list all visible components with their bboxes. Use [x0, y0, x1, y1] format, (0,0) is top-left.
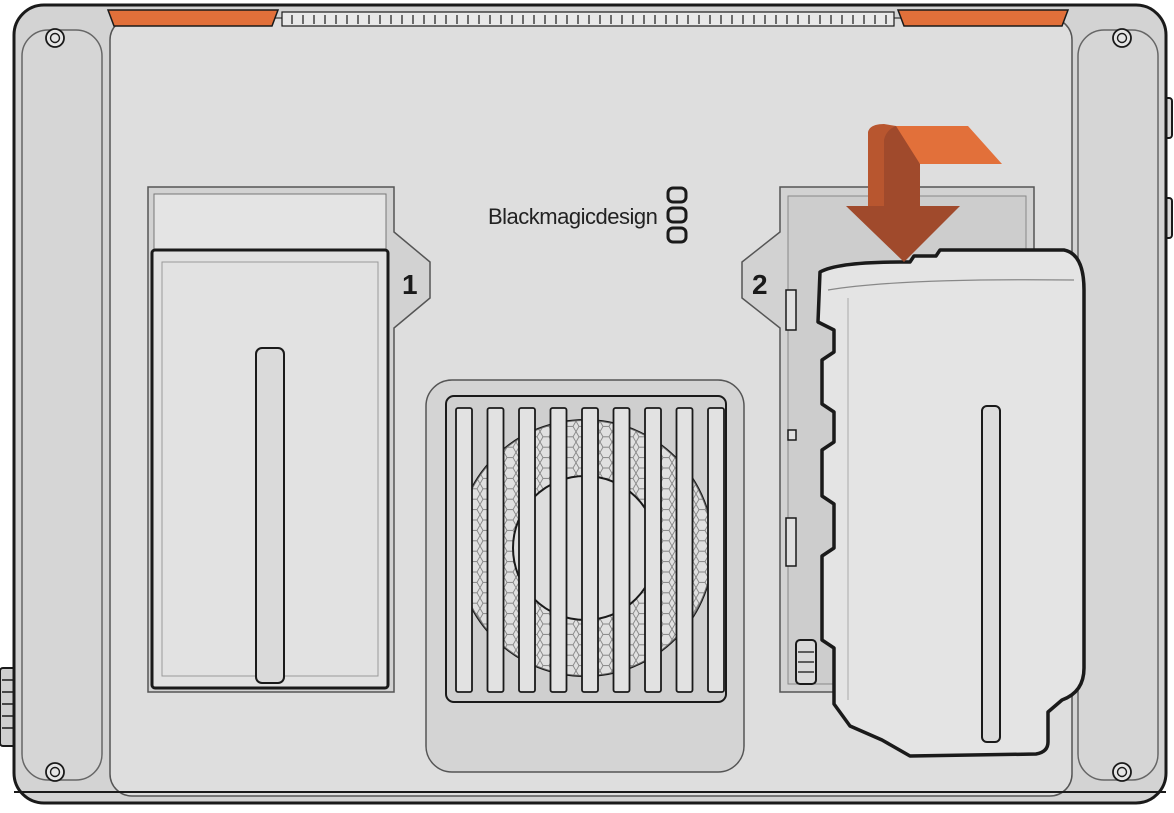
insert-arrow-icon	[846, 124, 1002, 262]
top-edge	[106, 9, 1070, 27]
corner-screw-icon	[45, 762, 65, 782]
corner-screw-icon	[45, 28, 65, 48]
brand-name: Blackmagicdesign	[488, 204, 657, 229]
vent-slat	[612, 407, 631, 693]
vent-slat	[518, 407, 536, 693]
connector-icon	[0, 667, 17, 747]
corner-screw-icon	[1112, 762, 1132, 782]
battery-slot-1: 1	[147, 186, 431, 693]
vent-slat	[581, 407, 599, 693]
slot-number-1: 1	[402, 269, 418, 300]
battery-1	[150, 248, 390, 690]
battery-2	[816, 248, 1086, 758]
vent-slat	[455, 407, 473, 693]
blackmagic-logo-icon	[666, 186, 688, 244]
vent-slat	[644, 407, 662, 693]
vent-slat	[675, 407, 694, 693]
slot-number-2: 2	[752, 269, 768, 300]
corner-screw-icon	[1112, 28, 1132, 48]
brand-logo: Blackmagicdesign	[488, 186, 688, 244]
vent-slat	[707, 407, 725, 693]
latch	[795, 639, 817, 685]
fan-vent	[425, 379, 745, 773]
vent-slat	[549, 407, 568, 693]
vent-slat	[486, 407, 505, 693]
